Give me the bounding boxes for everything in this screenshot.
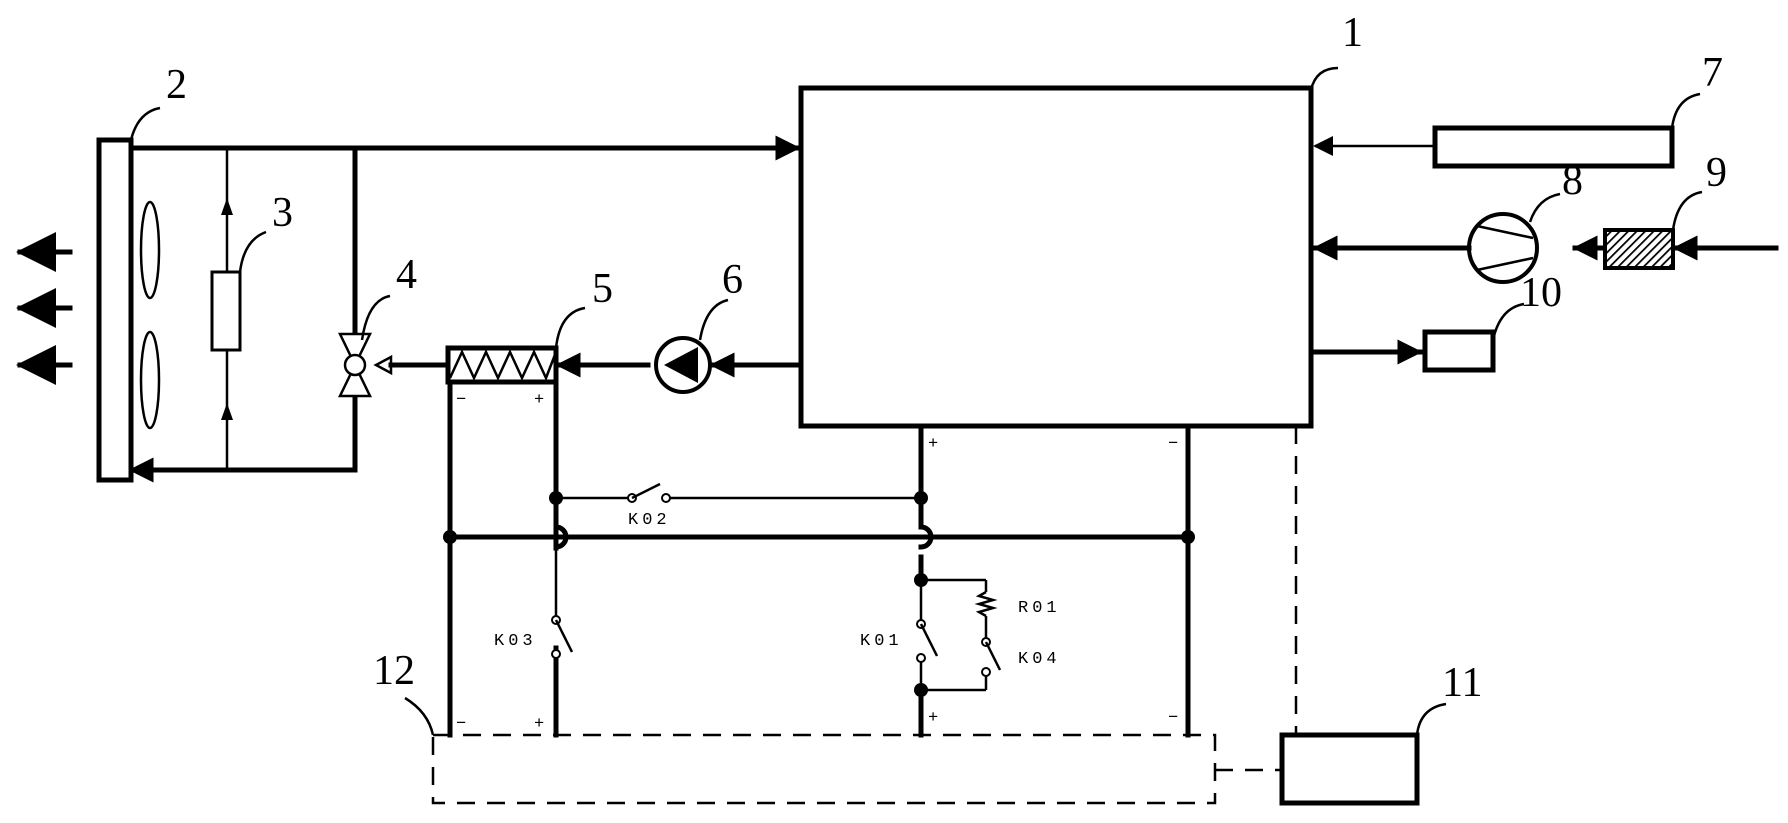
bypass-resistor	[210, 270, 242, 352]
r01-resistor	[974, 590, 998, 618]
label-9: 9	[1706, 150, 1727, 196]
electrical-circuit	[443, 379, 1195, 738]
label-7: 7	[1702, 50, 1723, 96]
leader-11	[1415, 702, 1447, 736]
junction-k01-bottom	[914, 683, 928, 697]
unit-minus-mark: −	[1168, 435, 1178, 454]
label-8: 8	[1562, 158, 1583, 204]
battery-plus-mark-right: +	[928, 709, 938, 728]
label-4: 4	[396, 252, 417, 298]
filter	[1603, 228, 1675, 270]
controller	[1279, 732, 1420, 806]
label-2: 2	[166, 62, 187, 108]
k03-blade	[554, 619, 574, 653]
heater-element	[448, 349, 558, 382]
junction-minus-left	[443, 530, 457, 544]
component-10	[1422, 329, 1496, 373]
battery-minus-mark-right: −	[1168, 709, 1178, 728]
label-11: 11	[1442, 660, 1482, 706]
k03-contact-bottom	[551, 649, 561, 659]
switch-k03-label: K03	[494, 632, 537, 651]
bypass-arrow-lower	[221, 403, 233, 420]
valve-bottom-triangle	[338, 362, 372, 398]
crossover-left	[553, 524, 569, 550]
leader-2	[129, 106, 161, 141]
label-3: 3	[272, 190, 293, 236]
k01-contact-bottom	[916, 653, 926, 663]
junction-minus-right	[1181, 530, 1195, 544]
switch-k04-label: K04	[1018, 650, 1061, 669]
label-12: 12	[373, 648, 415, 694]
junction-k02-left	[549, 491, 563, 505]
valve-center	[343, 353, 367, 377]
leader-12	[404, 696, 435, 736]
switch-k02-label: K02	[628, 511, 671, 530]
k02-blade	[631, 482, 661, 500]
k01-blade	[919, 623, 939, 657]
leader-10	[1491, 302, 1525, 341]
leader-9	[1671, 190, 1703, 231]
leader-8	[1528, 192, 1561, 223]
battery-plus-mark-left: +	[534, 715, 544, 734]
main-unit	[798, 85, 1314, 429]
switch-k01-label: K01	[860, 632, 903, 651]
label-5: 5	[592, 266, 613, 312]
valve-top-triangle	[338, 332, 372, 368]
leader-1	[1309, 66, 1339, 91]
unit-plus-mark: +	[928, 435, 938, 454]
compressor-line-top	[1476, 224, 1534, 240]
pump	[654, 336, 712, 394]
radiator	[16, 137, 161, 483]
leader-4	[360, 294, 391, 341]
leader-3	[238, 230, 267, 273]
heater-plus-mark: +	[534, 391, 544, 410]
pump-arrow	[664, 347, 698, 383]
k02-contact-right	[661, 493, 671, 503]
bypass-branch	[210, 148, 242, 470]
label-6: 6	[722, 257, 743, 303]
crossover-right	[918, 524, 934, 550]
battery-pack	[431, 733, 1217, 805]
k04-blade	[984, 641, 1002, 671]
label-10: 10	[1520, 270, 1562, 316]
three-way-valve	[338, 332, 393, 398]
heater-minus-mark: −	[456, 391, 466, 410]
leader-lines	[129, 66, 1703, 736]
fan-lower	[139, 330, 161, 430]
leader-6	[698, 298, 729, 341]
leader-7	[1670, 92, 1701, 129]
battery-minus-mark-left: −	[456, 715, 466, 734]
k04-contact-bottom	[981, 667, 991, 677]
junction-k01-top	[914, 573, 928, 587]
label-1: 1	[1342, 10, 1363, 56]
fan-upper	[139, 200, 161, 300]
resistor-r01-label: R01	[1018, 599, 1061, 618]
component-7	[1432, 125, 1675, 169]
bypass-arrow-upper	[221, 198, 233, 215]
leader-5	[554, 306, 586, 349]
heater	[445, 345, 559, 385]
compressor-line-bottom	[1476, 256, 1534, 272]
junction-k02-right	[914, 491, 928, 505]
radiator-body	[96, 137, 134, 483]
